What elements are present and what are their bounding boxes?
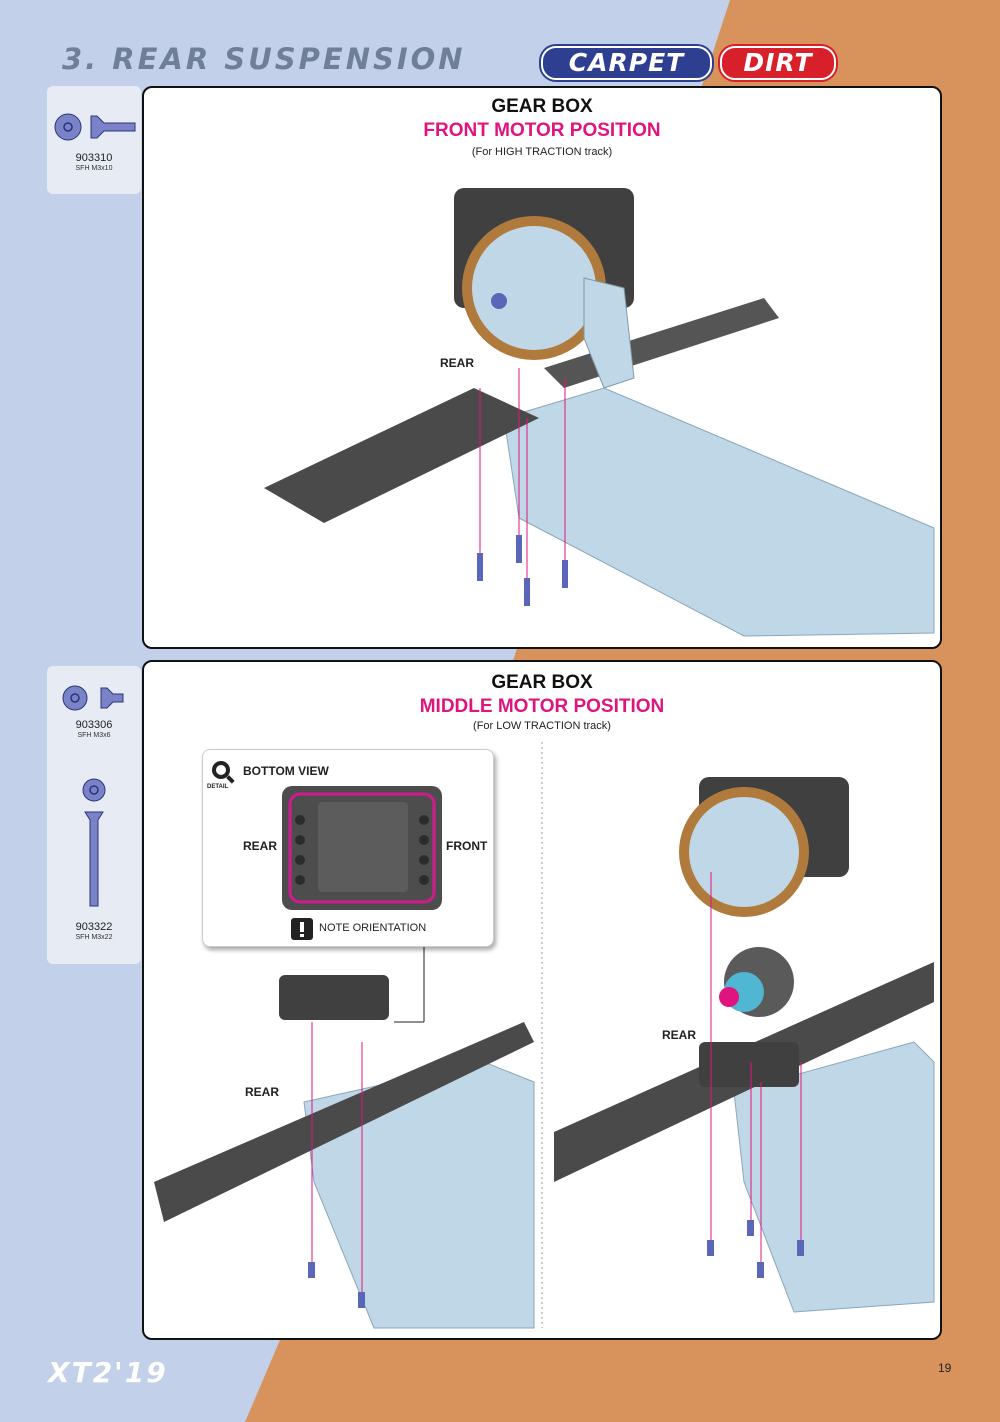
step1-panel: GEAR BOX FRONT MOTOR POSITION (For HIGH …	[142, 86, 942, 649]
rear-label: REAR	[245, 1085, 280, 1099]
step2-subtitle: MIDDLE MOTOR POSITION	[419, 696, 665, 717]
carpet-tag: CARPET	[541, 46, 712, 80]
step2-parts-box: 903306 SFH M3x6 903322 SFH M3x22	[47, 666, 141, 964]
page-number: 19	[938, 1361, 952, 1375]
part-spec: SFH M3x10	[75, 165, 113, 172]
flat-head-screw-icon	[62, 685, 124, 711]
bottom-view-detail-box: DETAIL BOTTOM VIEW REAR FRONT NOTE ORIEN…	[202, 749, 494, 947]
step1-note: (For HIGH TRACTION track)	[471, 146, 613, 158]
magnify-icon	[212, 761, 235, 784]
flat-head-screw-icon	[54, 113, 136, 141]
gearbox-bottom-view	[282, 786, 442, 910]
rear-label: REAR	[662, 1028, 697, 1042]
step1-illustration	[264, 188, 935, 637]
part-spec: SFH M3x22	[75, 934, 113, 941]
detail-front-label: FRONT	[446, 839, 488, 853]
bottom-view-label: BOTTOM VIEW	[243, 764, 329, 778]
step1-title: GEAR BOX	[491, 96, 593, 117]
part-number: 903306	[75, 719, 113, 731]
step2-note: (For LOW TRACTION track)	[473, 720, 611, 732]
step2-title: GEAR BOX	[491, 672, 593, 693]
step1-parts-box: 903310 SFH M3x10	[47, 86, 141, 194]
part-number: 903322	[75, 921, 113, 933]
part-spec: SFH M3x6	[77, 732, 111, 739]
long-flat-head-screw-icon	[82, 778, 106, 907]
warning-icon	[291, 918, 313, 940]
step2-panel: GEAR BOX MIDDLE MOTOR POSITION (For LOW …	[142, 660, 942, 1340]
detail-rear-label: REAR	[243, 839, 278, 853]
section-title: 3. REAR SUSPENSION	[62, 42, 466, 76]
dirt-tag: DIRT	[720, 46, 836, 80]
part-number: 903310	[75, 152, 113, 164]
note-orientation-label: NOTE ORIENTATION	[319, 922, 427, 934]
detail-badge: DETAIL	[207, 784, 229, 790]
step2-illustration	[154, 742, 935, 1329]
brand-logo: XT2'19	[48, 1356, 168, 1389]
step1-subtitle: FRONT MOTOR POSITION	[423, 120, 661, 141]
rear-label: REAR	[440, 356, 475, 370]
